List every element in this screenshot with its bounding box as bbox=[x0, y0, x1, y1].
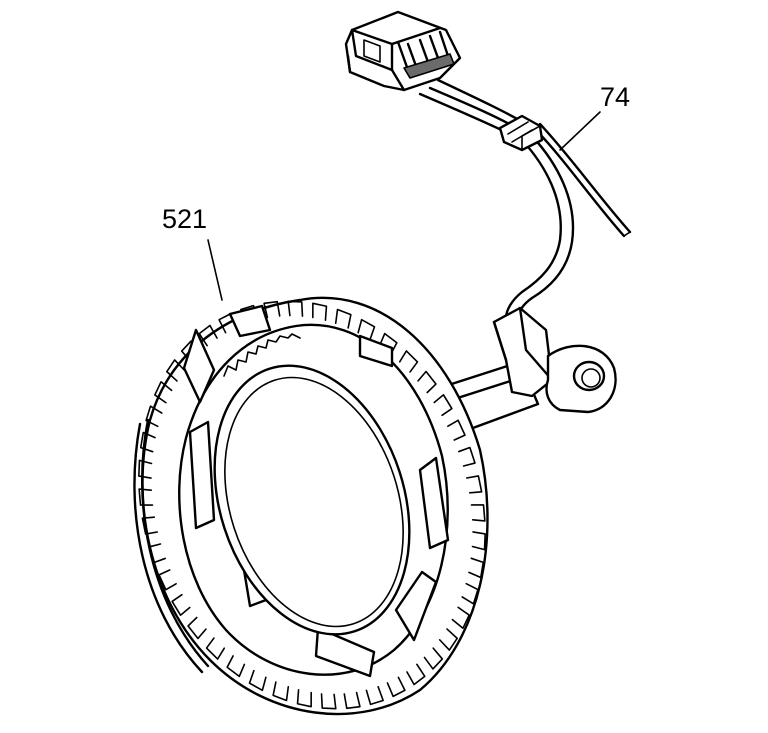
ring-tooth bbox=[139, 431, 156, 453]
wire-clip bbox=[498, 114, 544, 152]
ring-tooth bbox=[334, 308, 352, 329]
ring-tooth bbox=[158, 569, 177, 591]
ring-tooth bbox=[423, 647, 444, 670]
ring-tooth bbox=[451, 606, 470, 629]
ring-tooth bbox=[471, 531, 486, 551]
ring-tooth bbox=[141, 516, 159, 535]
ring-tooth bbox=[365, 685, 384, 706]
ring-tooth bbox=[357, 318, 376, 341]
ring-tooth bbox=[447, 419, 466, 441]
ring-tooth bbox=[198, 324, 218, 347]
ring-tooth bbox=[187, 616, 207, 640]
ring-tooth bbox=[386, 676, 406, 698]
ring-tooth bbox=[154, 381, 173, 404]
ring-tooth bbox=[465, 475, 483, 494]
ring-tooth bbox=[272, 681, 290, 702]
ring-tooth bbox=[433, 394, 453, 417]
sensor-ring bbox=[133, 296, 489, 716]
wiring-harness bbox=[418, 78, 632, 322]
ring-tooth bbox=[138, 459, 153, 479]
callout-label-sensor-ring: 521 bbox=[162, 204, 207, 234]
ring-tooth bbox=[263, 300, 281, 319]
ring-tooth bbox=[343, 691, 361, 710]
ring-tooth bbox=[461, 582, 479, 605]
ring-tooth bbox=[145, 405, 163, 428]
ring-tooth bbox=[470, 504, 486, 522]
electrical-connector bbox=[344, 10, 462, 92]
ring-tooth bbox=[287, 300, 304, 317]
ring-tooth bbox=[417, 370, 437, 394]
callout-leaders bbox=[207, 111, 601, 301]
ring-tooth bbox=[205, 637, 226, 660]
ring-tooth bbox=[296, 689, 312, 708]
ring-tooth bbox=[438, 628, 458, 651]
ring-tooth bbox=[226, 655, 246, 678]
ring-slots bbox=[182, 304, 450, 678]
ring-tooth bbox=[248, 669, 267, 692]
ring-tooth bbox=[312, 302, 328, 321]
ring-tooth bbox=[378, 332, 398, 355]
callout-label-wiring-harness: 74 bbox=[600, 82, 630, 112]
ring-tooth bbox=[458, 446, 476, 467]
ring-tooth bbox=[171, 593, 191, 616]
ring-teeth bbox=[138, 300, 486, 710]
ring-tooth bbox=[406, 663, 426, 686]
ring-tooth bbox=[320, 693, 337, 710]
ring-tooth bbox=[166, 359, 186, 382]
ring-tooth bbox=[398, 350, 419, 373]
ring-tooth bbox=[138, 488, 154, 506]
ring-tooth bbox=[468, 557, 485, 579]
